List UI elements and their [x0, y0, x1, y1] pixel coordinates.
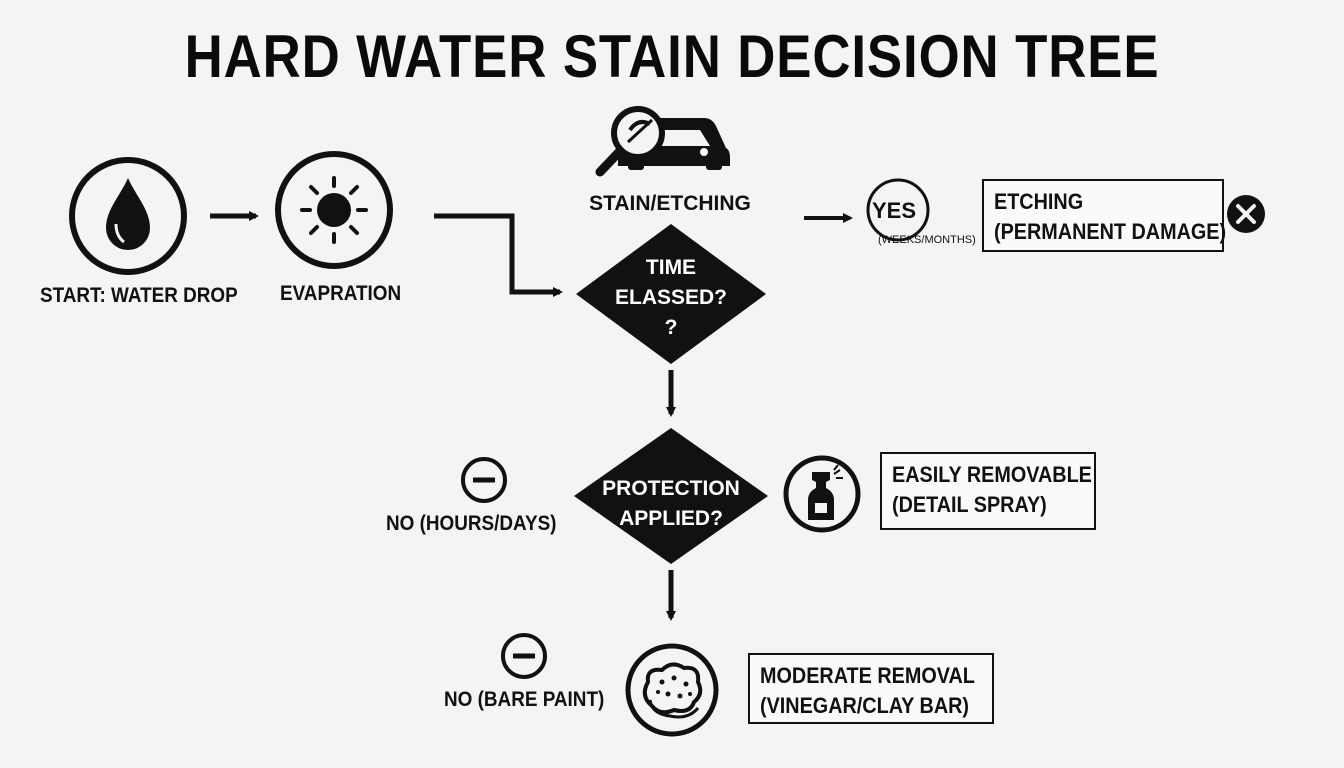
- protection-applied-line2: APPLIED?: [619, 507, 723, 530]
- moderate-line2: (VINEGAR/CLAY BAR): [760, 693, 970, 718]
- sponge-icon: [625, 643, 719, 737]
- etching-result-box: ETCHING (PERMANENT DAMAGE): [982, 179, 1227, 252]
- magnifier-car-icon: [595, 106, 730, 177]
- time-elapsed-line1: TIME: [645, 256, 697, 279]
- spray-bottle-icon: [783, 455, 861, 533]
- yes-label: YES: [872, 198, 917, 223]
- protection-applied-diamond: [574, 428, 768, 564]
- moderate-removal-box: MODERATE REMOVAL (VINEGAR/CLAY BAR): [748, 653, 994, 724]
- protection-applied-text: PROTECTION APPLIED?: [596, 474, 746, 534]
- easily-removable-box: EASILY REMOVABLE (DETAIL SPRAY): [880, 452, 1096, 530]
- time-elapsed-line3: ?: [664, 316, 678, 339]
- yes-circle: [866, 178, 930, 242]
- sun-icon: [275, 151, 393, 269]
- evaporation-label: EVAPRATION: [280, 282, 402, 305]
- etching-line1: ETCHING: [994, 189, 1084, 214]
- time-elapsed-line2: ELASSED?: [614, 286, 727, 309]
- moderate-line1: MODERATE REMOVAL: [760, 663, 975, 688]
- close-circle-icon: [1227, 195, 1265, 233]
- time-elapsed-text: TIME ELASSED? ?: [600, 253, 742, 343]
- protection-applied-line1: PROTECTION: [602, 477, 740, 500]
- start-label: START: WATER DROP: [40, 284, 238, 307]
- easily-line1: EASILY REMOVABLE: [892, 462, 1092, 487]
- minus-circle-icon: [501, 633, 547, 679]
- time-elapsed-diamond: [576, 224, 766, 364]
- easily-line2: (DETAIL SPRAY): [892, 492, 1047, 517]
- minus-circle-icon: [461, 457, 507, 503]
- etching-line2: (PERMANENT DAMAGE): [994, 219, 1227, 244]
- water-drop-icon: [69, 157, 187, 275]
- no-bare-paint-label: NO (BARE PAINT): [444, 688, 605, 711]
- no-hours-days-label: NO (HOURS/DAYS): [386, 512, 557, 535]
- yes-sublabel: (WEEKS/MONTHS): [878, 234, 976, 246]
- stain-etching-label: STAIN/ETCHING: [589, 192, 751, 215]
- arrow-evaporation-to-time-decision: [434, 213, 563, 297]
- page-title: HARD WATER STAIN DECISION TREE: [184, 23, 1160, 90]
